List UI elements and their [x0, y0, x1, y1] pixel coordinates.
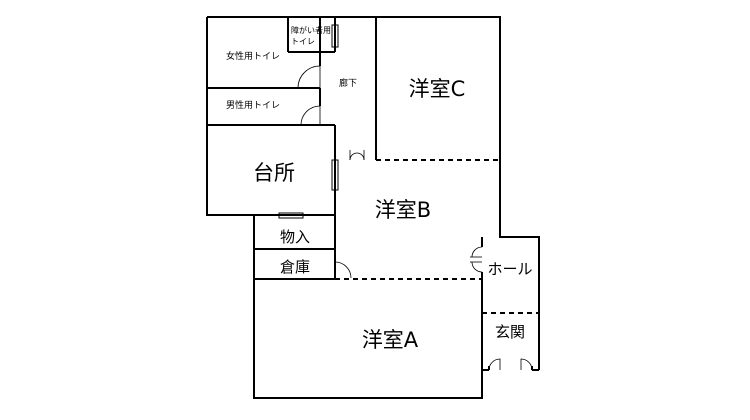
- warehouse-label: 倉庫: [280, 258, 310, 276]
- womens-toilet-label: 女性用トイレ: [226, 50, 280, 62]
- entrance-label: 玄関: [495, 323, 525, 341]
- storage-items-label: 物入: [280, 228, 310, 246]
- room-c-label: 洋室C: [409, 77, 466, 101]
- mens-toilet-label: 男性用トイレ: [226, 99, 280, 111]
- dashed-partitions: [335, 159, 539, 314]
- room-a-label: 洋室A: [362, 328, 419, 352]
- kitchen-label: 台所: [253, 161, 295, 185]
- accessible-toilet-label-line1: 障がい者用: [291, 25, 331, 35]
- door-symbols: [278, 24, 533, 371]
- hall-label: ホール: [487, 260, 532, 278]
- accessible-toilet-label-line2: トイレ: [291, 37, 315, 46]
- corridor-label: 廊下: [339, 77, 357, 89]
- room-b-label: 洋室B: [375, 198, 431, 222]
- interior-walls: [207, 17, 483, 398]
